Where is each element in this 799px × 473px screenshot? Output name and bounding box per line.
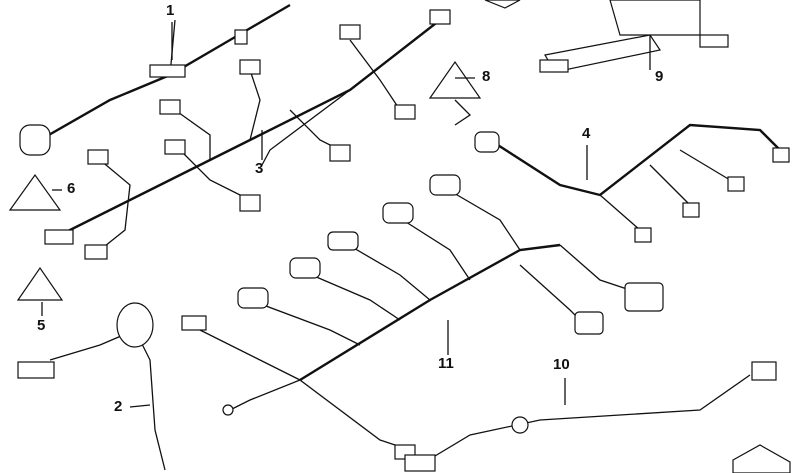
callout-11: 11 [438,355,454,372]
cable-part-10 [404,361,777,472]
callout-4: 4 [582,125,591,142]
cable-part-2 [17,302,166,471]
connector-icon [732,444,791,473]
leader-lines [41,22,651,408]
callout-3: 3 [255,160,264,177]
harness-part-4 [474,123,790,243]
warning-triangle-icon [8,0,521,301]
callout-1: 1 [166,2,175,19]
connector-strip-part-9 [539,0,729,73]
callout-10: 10 [553,356,570,373]
callout-9: 9 [655,68,664,85]
callout-2: 2 [114,398,123,415]
harness-part-1-3 [19,3,451,260]
callout-8: 8 [482,68,491,85]
callout-5: 5 [37,317,46,334]
callout-6: 6 [67,180,76,197]
